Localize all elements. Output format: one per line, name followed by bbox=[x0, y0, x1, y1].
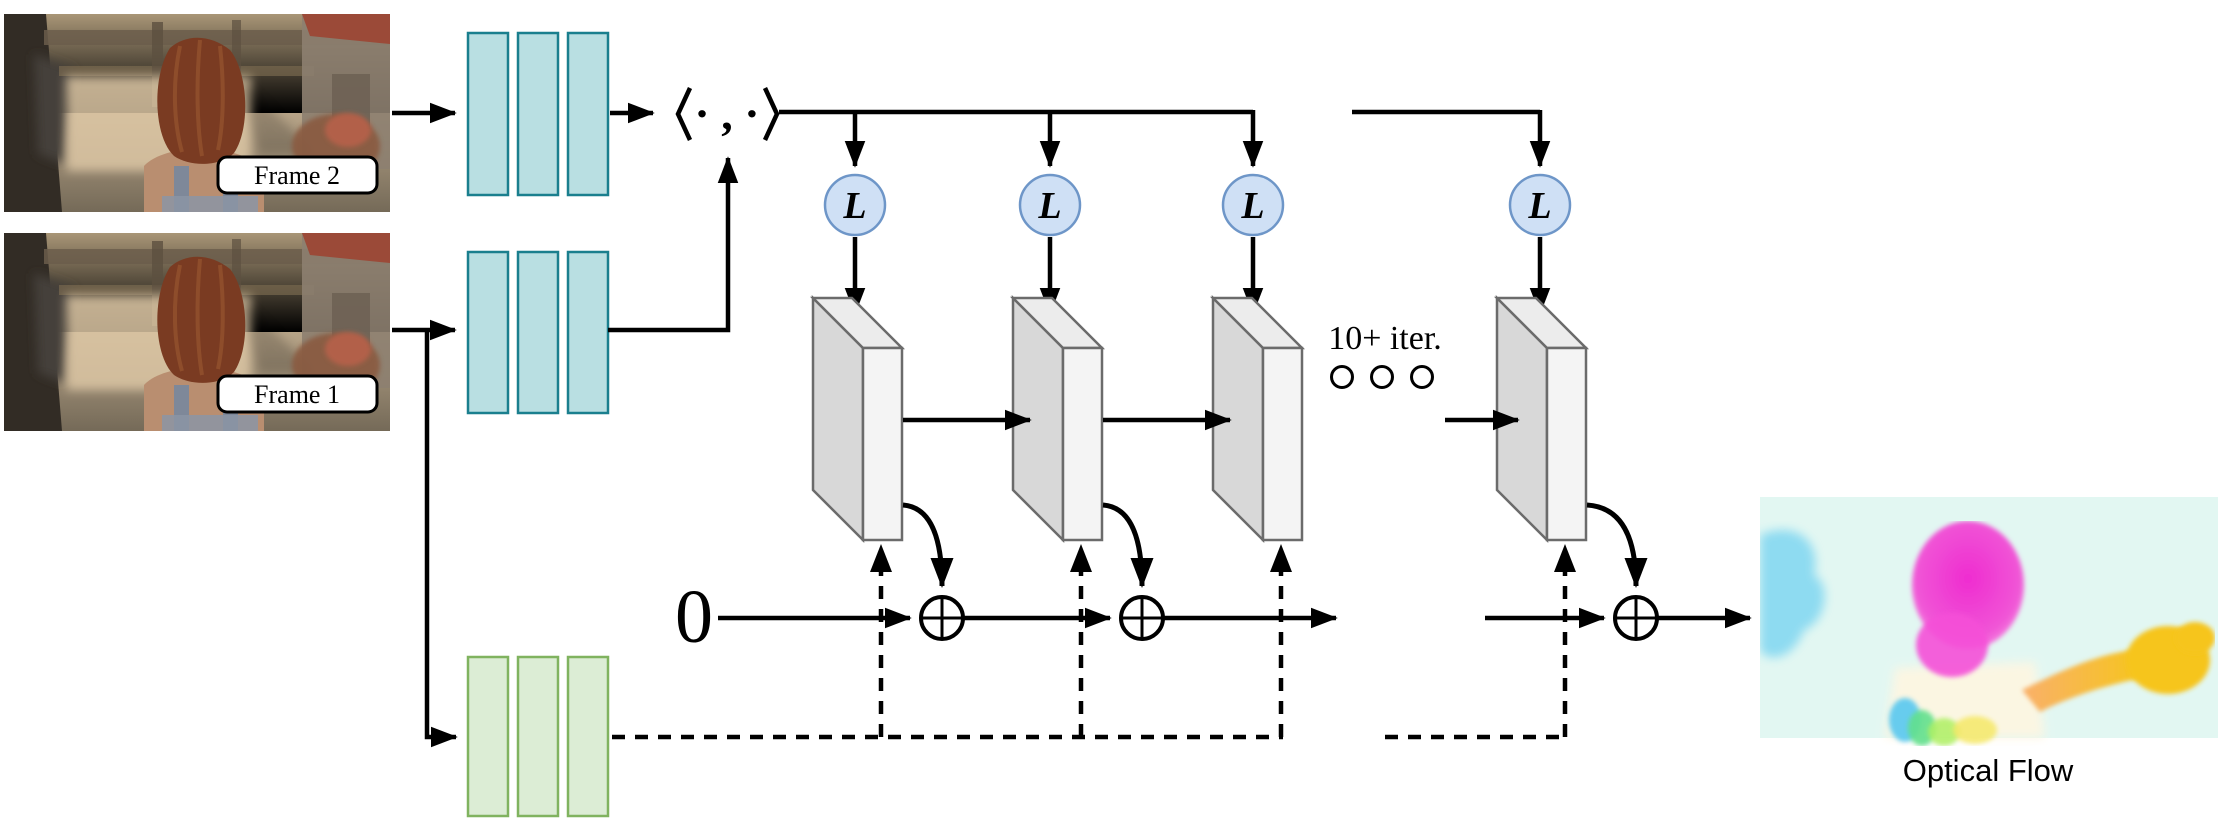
frame1-to-context-encoder-arrow bbox=[424, 330, 458, 748]
encoder-layer-bar bbox=[566, 31, 610, 197]
correlation-operator-core: · , · bbox=[694, 88, 759, 139]
iteration-label: 10+ iter. bbox=[1328, 320, 1442, 357]
lookup-circle-2: L bbox=[1018, 173, 1082, 237]
encoder-layer-bar bbox=[516, 250, 560, 415]
add-operator-3 bbox=[1613, 595, 1659, 641]
left-angle-bracket-icon bbox=[675, 87, 693, 141]
ellipsis-dot-icon bbox=[1370, 365, 1394, 389]
ellipsis-dot-icon bbox=[1410, 365, 1434, 389]
encoder-layer-bar bbox=[566, 250, 610, 415]
lookup-circle-3: L bbox=[1221, 173, 1285, 237]
encoder-layer-bar bbox=[466, 250, 510, 415]
frame2-label-text: Frame 2 bbox=[254, 161, 340, 190]
frame2-label: Frame 2 bbox=[216, 155, 379, 195]
block-front-face bbox=[1545, 346, 1588, 542]
encoder-layer-bar bbox=[466, 655, 510, 818]
lookup-operators: L L L L bbox=[823, 173, 1572, 237]
frame1-image: Frame 1 bbox=[4, 233, 390, 431]
block-front-face bbox=[861, 346, 904, 542]
frame1-feature-encoder bbox=[466, 250, 610, 415]
block-front-face bbox=[1261, 346, 1304, 542]
lookup-label: L bbox=[1527, 185, 1551, 227]
ellipsis-dot-icon bbox=[1330, 365, 1354, 389]
encoder-layer-bar bbox=[566, 655, 610, 818]
initial-flow-zero: 0 bbox=[675, 575, 713, 659]
lookup-circle-1: L bbox=[823, 173, 887, 237]
frame2-feature-encoder bbox=[466, 31, 610, 197]
update-block-1 bbox=[809, 294, 906, 544]
lookup-circle-4: L bbox=[1508, 173, 1572, 237]
optical-flow-image: Optical Flow bbox=[1760, 497, 2218, 788]
lookup-label: L bbox=[842, 185, 866, 227]
encoder-layer-bar bbox=[516, 655, 560, 818]
context-injection-arrows bbox=[870, 544, 1576, 737]
delta-flow-arrow-2 bbox=[1102, 502, 1154, 589]
lookup-label: L bbox=[1037, 185, 1061, 227]
block-front-face bbox=[1061, 346, 1104, 542]
correlation-operator: · , · bbox=[675, 87, 780, 141]
right-angle-bracket-icon bbox=[762, 87, 780, 141]
update-block-2 bbox=[1009, 294, 1106, 544]
frame1-label: Frame 1 bbox=[216, 374, 379, 414]
iteration-note: 10+ iter. bbox=[1328, 320, 1442, 389]
flow-blue-region bbox=[1760, 530, 1825, 657]
arrowhead-icon bbox=[1070, 544, 1092, 572]
frame1-label-text: Frame 1 bbox=[254, 380, 340, 409]
add-operator-1 bbox=[919, 595, 965, 641]
frame2-image: Frame 2 bbox=[4, 14, 390, 212]
encoder-layer-bar bbox=[466, 31, 510, 197]
arrowhead-icon bbox=[1270, 544, 1292, 572]
update-block-3 bbox=[1209, 294, 1306, 544]
arrowhead-icon bbox=[870, 544, 892, 572]
delta-flow-arrow-1 bbox=[902, 502, 954, 589]
delta-flow-arrow-3 bbox=[1586, 502, 1648, 589]
arrowhead-icon bbox=[1554, 544, 1576, 572]
optical-flow-label: Optical Flow bbox=[1903, 753, 2074, 788]
lookup-label: L bbox=[1240, 185, 1264, 227]
flow-arm-region bbox=[2022, 650, 2142, 712]
context-encoder bbox=[466, 655, 610, 818]
encoder-layer-bar bbox=[516, 31, 560, 197]
update-block-4 bbox=[1493, 294, 1590, 544]
add-operator-2 bbox=[1119, 595, 1165, 641]
encoder-to-correlation-up-arrow bbox=[608, 156, 739, 333]
